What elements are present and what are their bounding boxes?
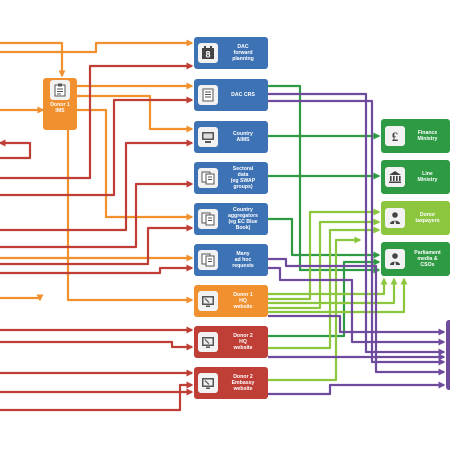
flow-arrow-14 [0, 224, 194, 266]
flow-arrow-21 [268, 84, 381, 274]
svg-text:8: 8 [205, 50, 210, 60]
node-many-ad-hoc: Many ad hoc requests [194, 244, 268, 276]
node-label: DAC CRS [231, 92, 255, 98]
node-label: Parliament media & CSOs [414, 250, 441, 268]
flow-arrow-25 [268, 258, 381, 338]
node-offscreen-target [446, 320, 450, 390]
flow-arrow-12 [0, 139, 194, 232]
node-label: Many ad hoc requests [232, 251, 254, 269]
monitor-icon [198, 127, 218, 147]
flow-arrow-11 [0, 96, 194, 197]
flow-arrow-8 [0, 294, 44, 302]
node-label: Finance Ministry [417, 130, 438, 142]
node-donor2-embassy-website: Donor 2 Embassy website [194, 367, 268, 399]
documents-icon [198, 250, 218, 270]
flow-arrow-36 [268, 266, 446, 346]
flow-arrow-10 [0, 62, 194, 180]
flow-arrow-30 [268, 277, 388, 296]
node-donor-ims: Donor 1 IMS [43, 78, 77, 130]
node-label: Country AIMS [233, 131, 253, 143]
node-country-aims: Country AIMS [194, 121, 268, 153]
flow-arrow-9 [0, 139, 32, 160]
flow-arrow-35 [268, 257, 446, 376]
node-label: Donor 1 HQ website [233, 292, 253, 310]
node-line-ministry: Line Ministry [381, 160, 450, 194]
node-country-aggregators: Country aggregators (eg EC Blue Book) [194, 203, 268, 235]
flow-arrow-5 [77, 108, 194, 221]
flow-arrow-6 [66, 130, 194, 304]
node-donor2-hq-website: Donor 2 HQ website [194, 326, 268, 358]
node-parliament-media-csos: Parliament media & CSOs [381, 242, 450, 276]
node-label: Donor 1 IMS [50, 102, 70, 114]
clipboard-icon [50, 80, 70, 100]
flow-arrow-15 [0, 264, 194, 275]
screen-icon [198, 332, 218, 352]
flow-arrow-4 [77, 94, 194, 133]
flow-arrow-34 [268, 99, 446, 366]
documents-icon [198, 168, 218, 188]
node-label: Country aggregators (eg EC Blue Book) [228, 207, 258, 231]
flow-arrow-29 [268, 236, 362, 382]
node-finance-ministry: £ Finance Ministry [381, 119, 450, 153]
flow-arrow-13 [0, 180, 194, 249]
node-label: Line Ministry [417, 171, 438, 183]
flow-arrow-37 [268, 314, 446, 336]
node-dac-forward-planning: 8 DAC forward planning [194, 37, 268, 69]
flow-arrow-17 [0, 340, 194, 351]
node-label: DAC forward planning [232, 44, 254, 62]
flow-arrow-0 [0, 41, 66, 78]
node-label: Donor 2 Embassy website [231, 374, 255, 392]
flow-arrow-1 [0, 39, 194, 54]
flow-arrow-24 [268, 217, 381, 259]
building-icon [385, 167, 405, 187]
flow-arrow-39 [268, 381, 446, 396]
flow-arrow-28 [268, 226, 381, 350]
calendar-icon: 8 [198, 43, 218, 63]
screen-icon [198, 373, 218, 393]
flow-arrow-31 [268, 277, 398, 305]
flow-arrow-32 [268, 277, 408, 314]
node-sectoral-data: Sectoral data (eg SWAP groups) [194, 162, 268, 194]
flow-arrow-26 [268, 208, 381, 301]
screen-icon [198, 291, 218, 311]
node-dac-crs: DAC CRS [194, 79, 268, 111]
flow-arrow-20 [0, 381, 194, 412]
node-donor-taxpayers: Donor taxpayers [381, 201, 450, 235]
person-icon [385, 249, 405, 269]
person-icon [385, 208, 405, 228]
node-label: Donor taxpayers [415, 212, 440, 224]
pound-icon: £ [385, 126, 405, 146]
documents-icon [198, 209, 218, 229]
node-label: Donor 2 HQ website [233, 333, 253, 351]
flow-arrow-33 [268, 92, 446, 356]
document-icon [198, 85, 218, 105]
node-donor1-hq-website: Donor 1 HQ website [194, 285, 268, 317]
node-label: Sectoral data (eg SWAP groups) [230, 166, 256, 190]
svg-text:£: £ [392, 129, 399, 143]
